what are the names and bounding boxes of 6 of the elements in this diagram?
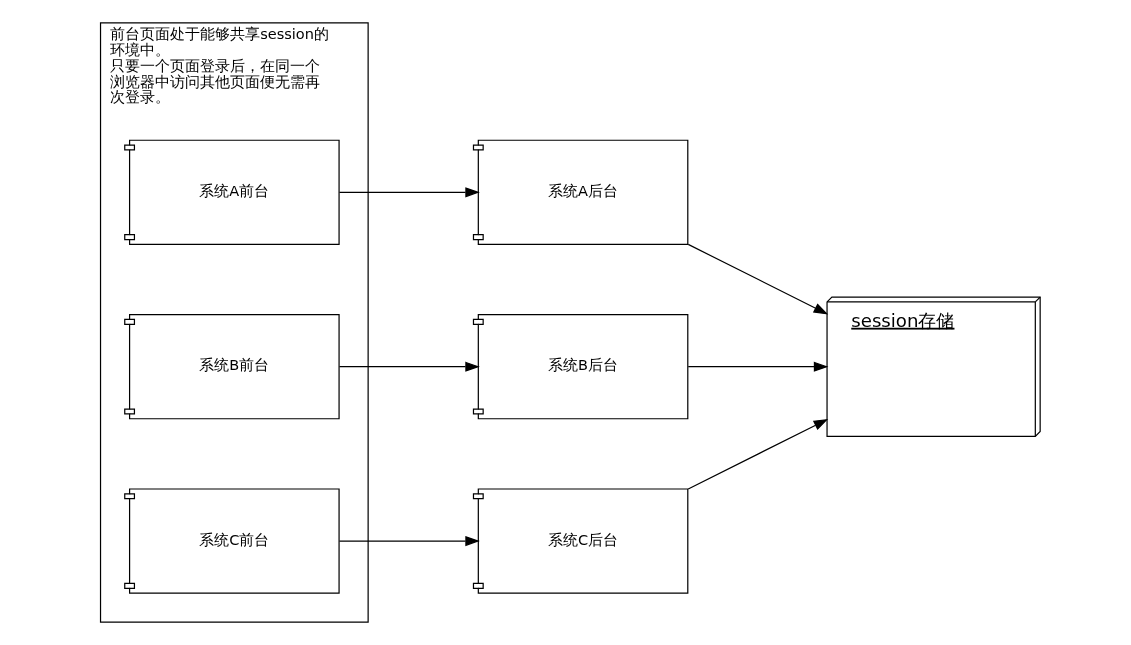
arrow xyxy=(687,418,829,490)
arrow xyxy=(338,361,480,372)
arrow xyxy=(338,535,480,547)
arrow xyxy=(687,361,829,372)
arrow xyxy=(687,243,829,315)
arrow xyxy=(338,187,480,198)
